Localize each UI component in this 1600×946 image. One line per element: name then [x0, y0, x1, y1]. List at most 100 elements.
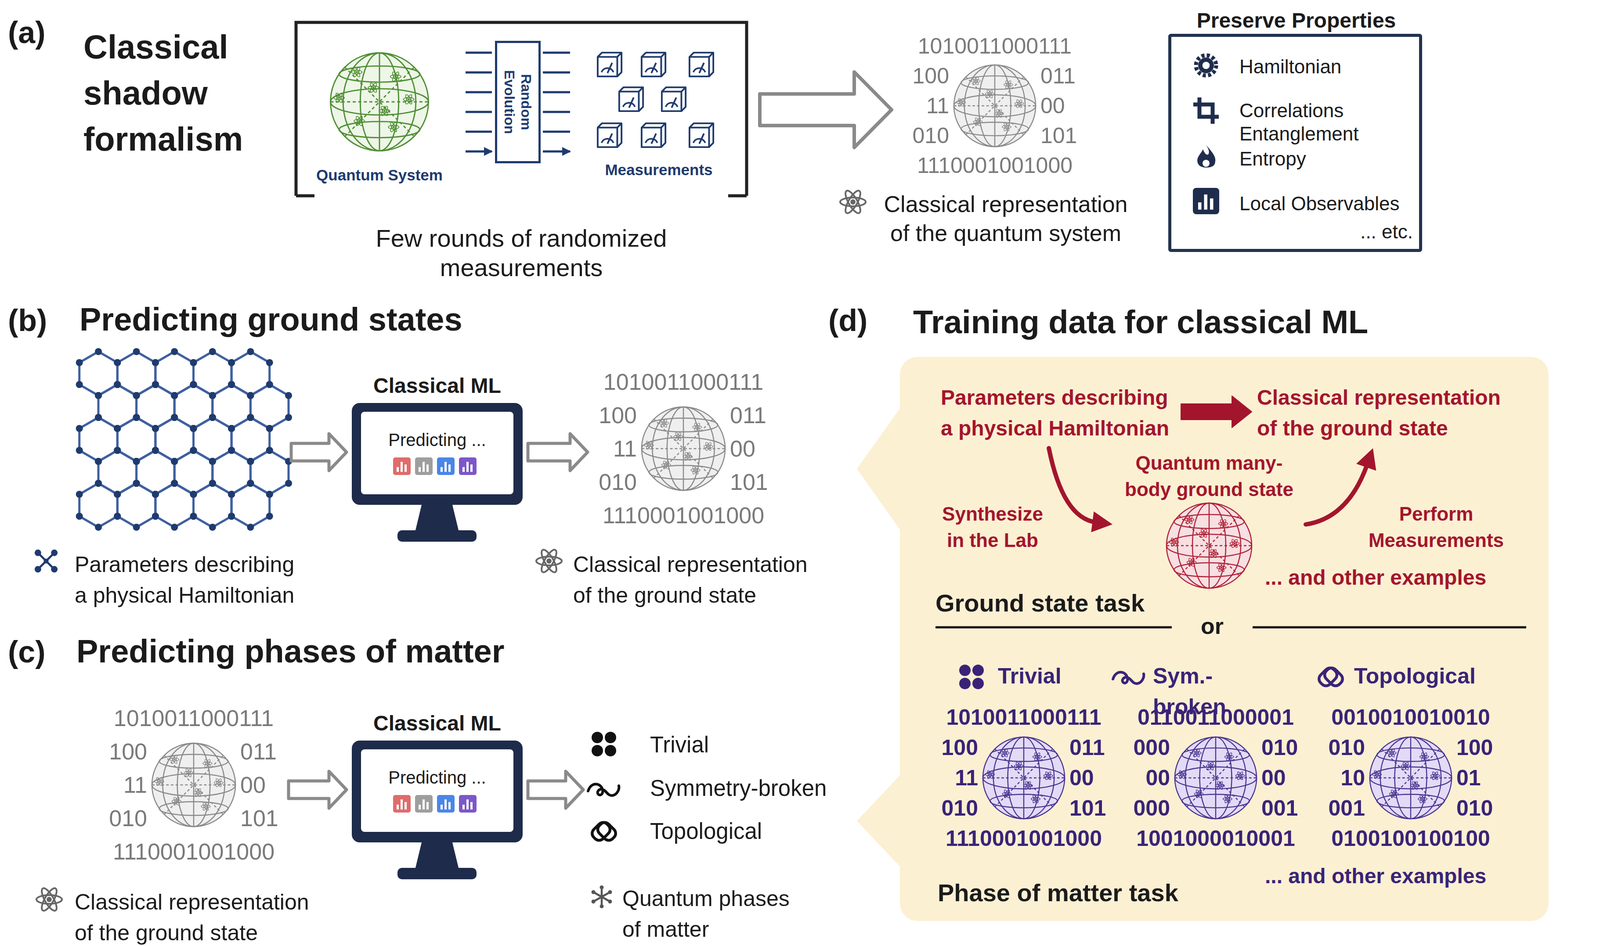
- lattice: [151, 381, 159, 389]
- node-text: Predicting ...: [351, 767, 523, 789]
- lattice: [133, 392, 141, 400]
- measurement-icons: [641, 123, 666, 148]
- lattice: [113, 359, 121, 367]
- lattice: [75, 348, 293, 531]
- phase-icons: [588, 732, 619, 909]
- ml-monitor: Classical MLPredicting ...: [351, 373, 523, 557]
- node-text: Classical representation of the ground s…: [573, 549, 820, 611]
- lattice: [155, 483, 194, 528]
- lattice: [133, 458, 141, 466]
- lattice: [209, 414, 217, 422]
- lattice: [190, 381, 198, 389]
- panel-background: [856, 775, 901, 868]
- monitor: [351, 740, 523, 880]
- lattice: [133, 480, 141, 488]
- divider: [935, 626, 1527, 629]
- node-text: Hamiltonian: [1239, 54, 1416, 79]
- binary-string: 011: [729, 398, 818, 433]
- node-text: ... etc.: [1329, 220, 1413, 244]
- lattice: [209, 458, 217, 466]
- lattice: [113, 491, 121, 499]
- lattice: [246, 458, 254, 466]
- lattice: [113, 425, 121, 433]
- note: ... and other examples: [1264, 863, 1529, 891]
- lattice: [227, 381, 235, 389]
- connector: [288, 771, 347, 809]
- lattice: [133, 414, 141, 422]
- node-text: Preserve Properties: [1162, 7, 1431, 34]
- lattice: [94, 458, 102, 466]
- lattice: [170, 392, 178, 400]
- panel-title: Predicting ground states: [79, 300, 695, 340]
- lattice: [285, 480, 293, 488]
- binary-string: 0100100100100: [1314, 823, 1508, 855]
- lattice: [190, 491, 198, 499]
- connector: [1090, 511, 1113, 533]
- phase-heading: Sym.-broken: [1111, 660, 1283, 694]
- lattice: [94, 392, 102, 400]
- connector: [1305, 448, 1377, 525]
- ground-state-sphere: [1166, 502, 1253, 589]
- lattice: [170, 480, 178, 488]
- classical-sphere: [953, 65, 1036, 147]
- node-text: Topological: [650, 818, 835, 846]
- panel-background: [899, 357, 1549, 922]
- node-text: Parameters describing a physical Hamilto…: [74, 549, 304, 611]
- connector: [527, 771, 584, 809]
- lattice: [113, 512, 121, 521]
- binary-string: 010: [548, 465, 637, 499]
- lattice: [227, 381, 235, 389]
- lattice: [190, 447, 198, 455]
- phase-spheres: [1369, 737, 1452, 820]
- phase-spheres: [1174, 736, 1257, 820]
- binary-string: 01: [1456, 763, 1545, 794]
- node-text: Classical representation of the quantum …: [878, 189, 1134, 248]
- lattice: [190, 425, 198, 433]
- lattice: [151, 381, 159, 389]
- phase-icons: [591, 732, 617, 757]
- hamiltonian-icon: [34, 549, 58, 573]
- lattice: [133, 392, 141, 400]
- lattice: [170, 392, 178, 400]
- hamiltonian-params: Parameters describing a physical Hamilto…: [940, 382, 1176, 449]
- lattice: [209, 480, 217, 488]
- connector: [527, 433, 588, 471]
- lattice: [94, 414, 102, 422]
- measurement-icons: [689, 123, 714, 148]
- node-text: Quantum many-body ground state: [1112, 450, 1306, 503]
- lattice: [113, 381, 121, 389]
- node-text: Measurements: [588, 160, 730, 180]
- phase-icons: [1316, 665, 1345, 689]
- note: ... and other examples: [1264, 564, 1529, 592]
- lattice: [246, 392, 254, 400]
- lattice: [227, 491, 235, 499]
- classical-sphere: [641, 407, 726, 491]
- classical-representation: Classical representation of the ground s…: [1256, 382, 1521, 449]
- lattice: [190, 381, 198, 389]
- block-arrow: [527, 433, 588, 471]
- binary-string: 101: [240, 801, 329, 836]
- lattice: [209, 414, 217, 422]
- lattice: [133, 392, 141, 400]
- lattice: [227, 491, 235, 499]
- lattice: [94, 392, 102, 400]
- block-arrow: [291, 433, 347, 471]
- binary-string: 00: [1082, 763, 1171, 794]
- quantum-sphere: [330, 52, 429, 152]
- node-text: Parameters describing a physical Hamilto…: [940, 382, 1176, 444]
- lattice: [246, 523, 254, 531]
- lattice: [94, 414, 102, 422]
- curved-arrow: [1305, 464, 1368, 525]
- panel-letter: (b): [7, 302, 61, 340]
- lattice: [209, 392, 217, 400]
- binary-string: 00: [1069, 763, 1158, 794]
- lattice: [113, 447, 121, 455]
- lattice: [266, 491, 274, 499]
- lattice: [209, 480, 217, 488]
- lattice: [151, 491, 159, 499]
- connector: [1181, 396, 1252, 428]
- binary-string: 011: [240, 735, 329, 769]
- connector: [1356, 448, 1377, 471]
- binary-string: 010: [890, 793, 979, 824]
- bracket: [296, 22, 747, 196]
